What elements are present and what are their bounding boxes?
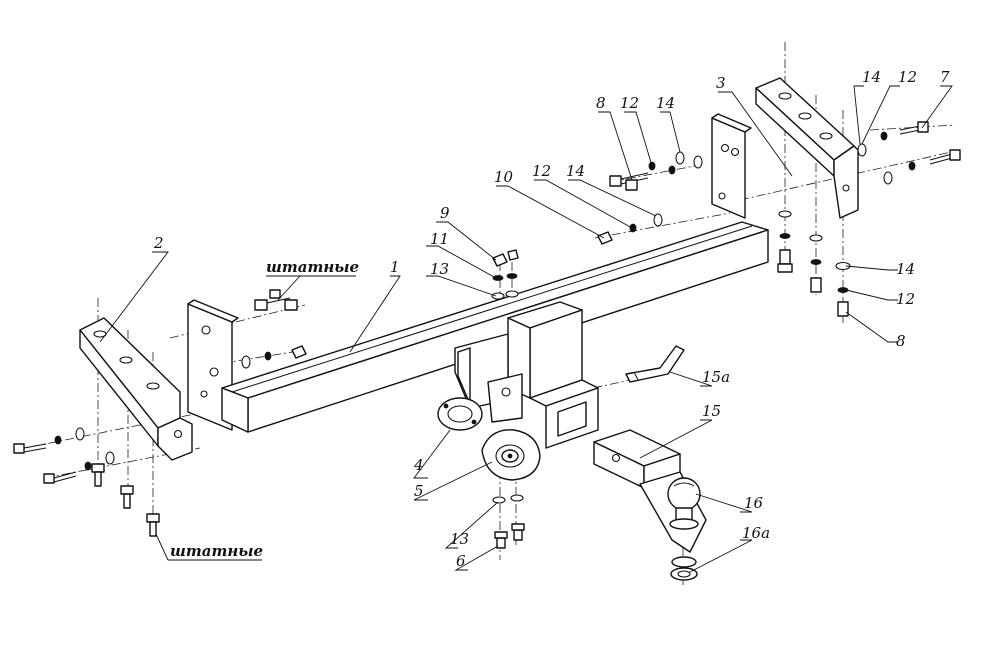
- label-12-right: 12: [896, 290, 915, 308]
- drawbar-pin: [625, 345, 685, 383]
- right-bracket: [755, 77, 859, 219]
- label-10: 10: [494, 168, 514, 186]
- label-5: 5: [414, 482, 424, 500]
- label-13-bottom: 13: [450, 530, 469, 548]
- bolt-6: [494, 531, 508, 549]
- label-14-far: 14: [862, 68, 881, 86]
- electrical-socket-holder: [437, 397, 483, 431]
- bolt-6b: [511, 523, 525, 541]
- label-8-right: 8: [896, 332, 906, 350]
- stock-bolts-top: [241, 289, 307, 369]
- label-14-mid: 14: [566, 162, 585, 180]
- label-1: 1: [390, 258, 400, 276]
- label-11: 11: [430, 230, 449, 248]
- nut-10: [597, 231, 613, 245]
- tow-ball-nut: [670, 556, 698, 581]
- label-3: 3: [716, 74, 726, 92]
- bolt-left-lower: [43, 471, 77, 484]
- label-4: 4: [413, 456, 424, 474]
- label-14-right: 14: [896, 260, 915, 278]
- leader-lines: [99, 85, 953, 573]
- label-8-top: 8: [596, 94, 606, 112]
- label-12-mid: 12: [532, 162, 551, 180]
- left-fasteners: [13, 289, 307, 537]
- electrical-socket: [481, 429, 541, 481]
- label-9: 9: [440, 204, 450, 222]
- label-12-top: 12: [620, 94, 639, 112]
- label-15: 15: [702, 402, 721, 420]
- left-bracket: [79, 317, 193, 461]
- stock-bolt-3: [146, 513, 160, 537]
- note-stock-bottom: штатные: [170, 542, 263, 560]
- label-7: 7: [940, 68, 950, 86]
- right-fasteners: [597, 121, 961, 317]
- label-13-top: 13: [430, 260, 449, 278]
- main-crossbar: [187, 113, 769, 449]
- bolt-8-top-b: [625, 179, 638, 191]
- drawbar-insert: [593, 429, 707, 553]
- callout-labels: 1 2 3 4 5 6 7 8 8 9 10 11 12 12 12 12 13…: [153, 68, 950, 570]
- bolt-left-upper: [13, 443, 47, 454]
- tow-ball: [667, 477, 701, 530]
- label-14-top: 14: [656, 94, 675, 112]
- bolt-7b: [929, 149, 961, 165]
- stock-bolt-2: [120, 485, 134, 509]
- label-16: 16: [744, 494, 764, 512]
- label-16a: 16a: [742, 524, 770, 542]
- label-15a: 15a: [702, 368, 730, 386]
- label-6: 6: [456, 552, 466, 570]
- nut-9: [492, 253, 508, 267]
- label-2: 2: [153, 234, 164, 252]
- center-fasteners: [491, 249, 525, 549]
- note-stock-top: штатные: [266, 258, 359, 276]
- label-12-far: 12: [898, 68, 917, 86]
- stock-bolt-1: [91, 463, 105, 487]
